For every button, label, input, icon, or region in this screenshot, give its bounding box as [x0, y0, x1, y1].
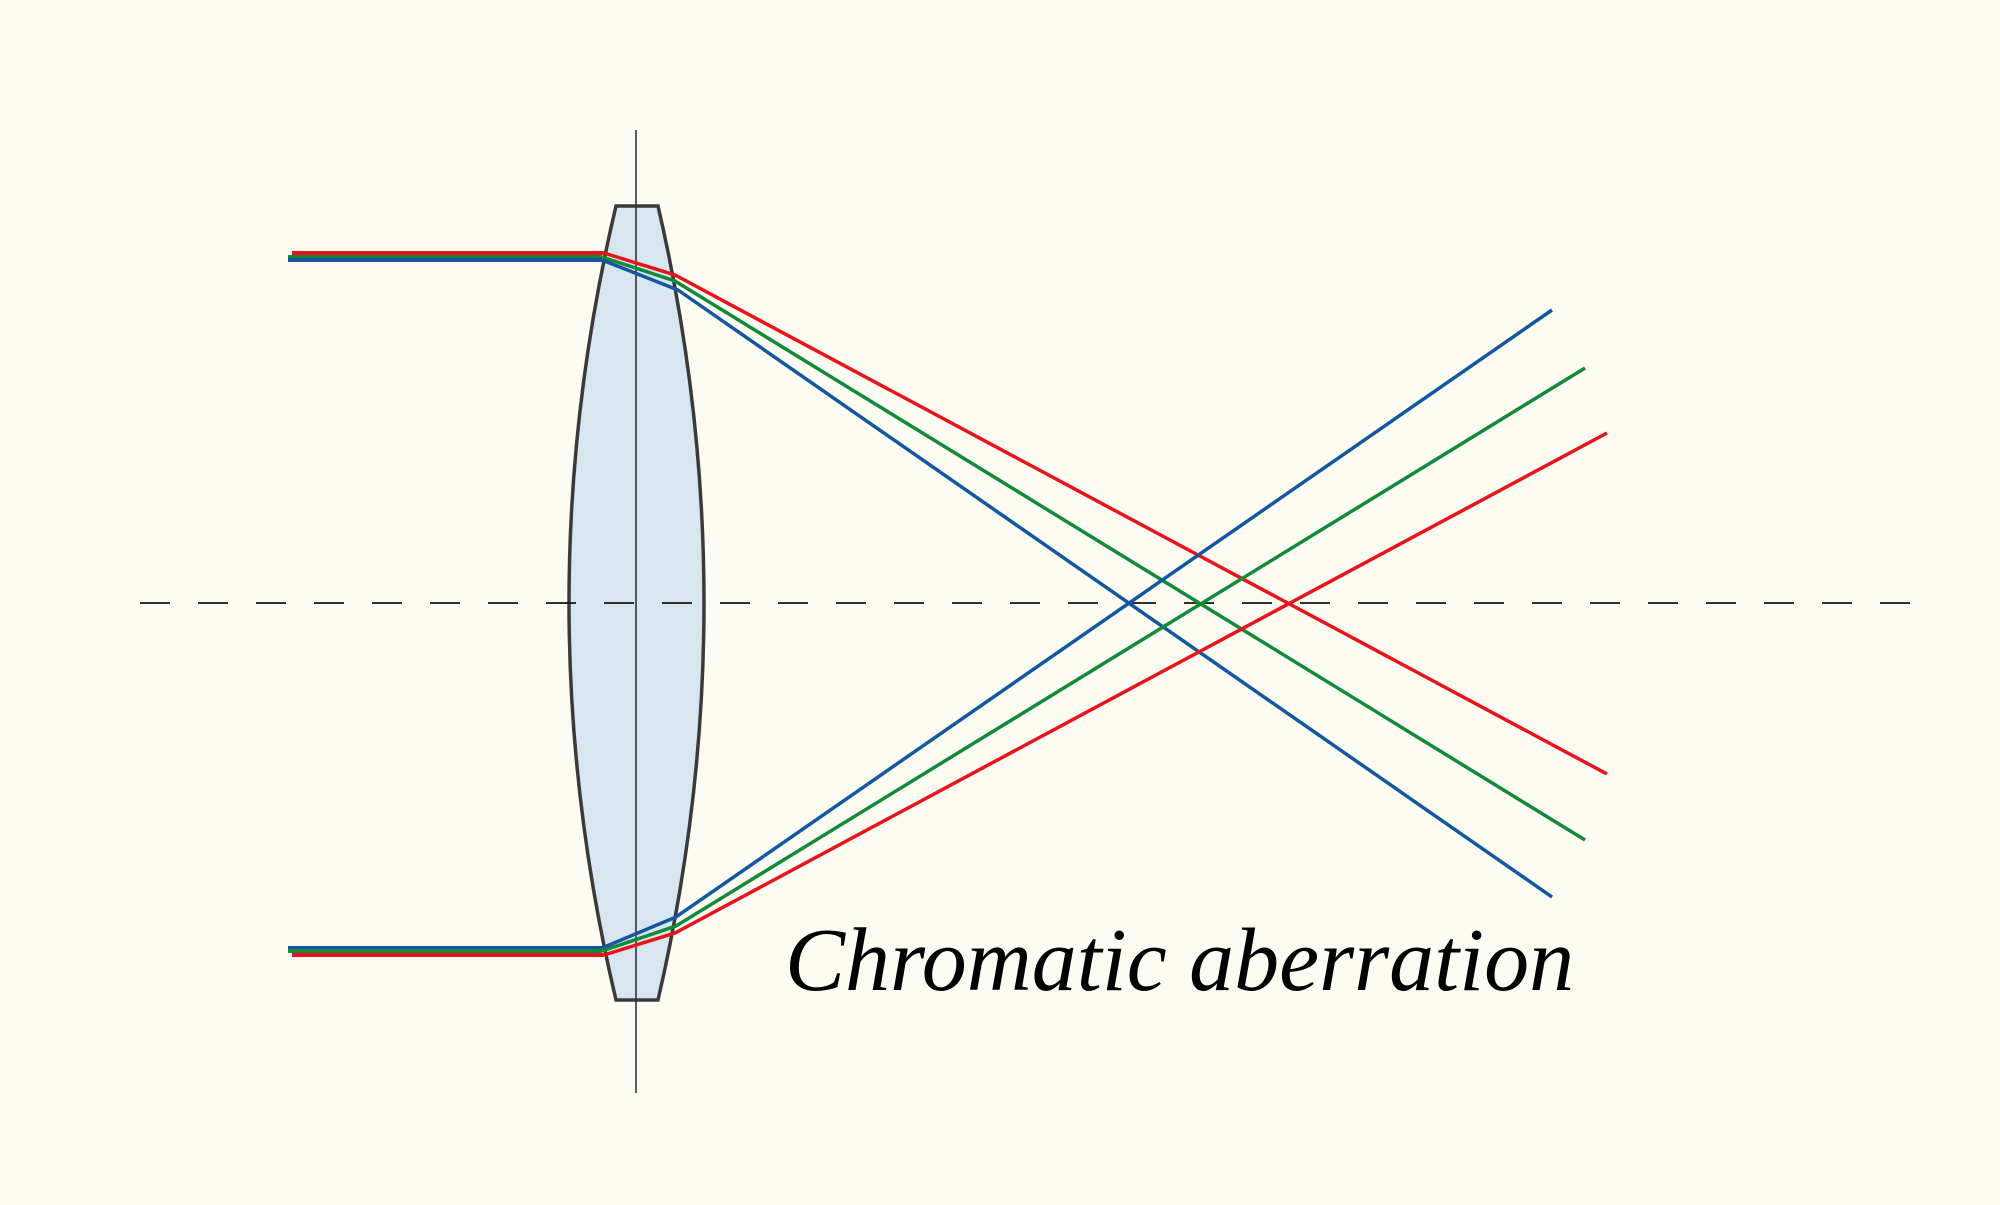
- lower-blue-ray: [601, 308, 1553, 950]
- upper-red-ray: [603, 251, 1608, 776]
- upper-blue-ray: [601, 258, 1553, 899]
- lower-refracted-rays: [601, 308, 1608, 957]
- lower-green-ray: [601, 366, 1586, 953]
- lower-incoming-rays: [288, 946, 604, 957]
- upper-refracted-rays: [601, 251, 1608, 899]
- upper-incoming-rays: [288, 251, 604, 262]
- upper-green-ray: [601, 255, 1586, 842]
- diagram-caption: Chromatic aberration: [785, 911, 1574, 1010]
- lower-red-ray: [603, 431, 1608, 957]
